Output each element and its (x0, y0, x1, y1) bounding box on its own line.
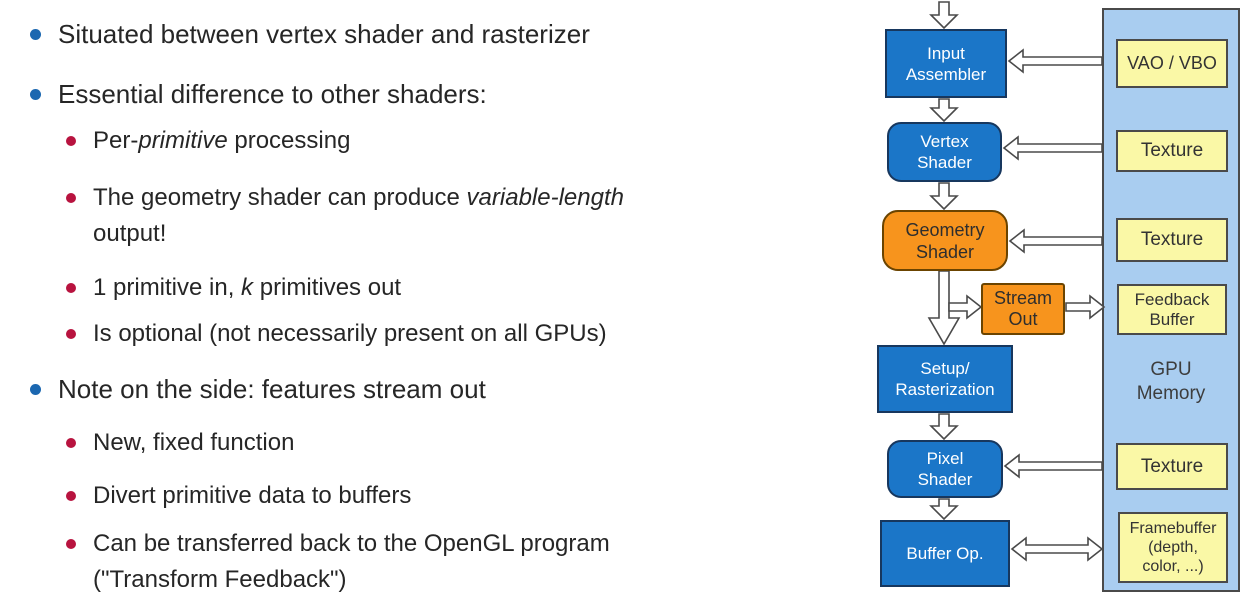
bullet-item: Per-primitive processing (66, 123, 933, 159)
bullet-item: Note on the side: features stream out (30, 371, 898, 407)
node-vertex-shader: Vertex Shader (887, 122, 1002, 182)
bullet-item: Is optional (not necessarily present on … (66, 316, 933, 352)
bullet-icon (66, 283, 76, 293)
bullet-icon (66, 491, 76, 501)
bullet-text: 1 primitive in, k primitives out (93, 274, 402, 301)
bullet-icon (66, 438, 76, 448)
arrow-texture-to-gs (1008, 228, 1103, 254)
bullet-icon (66, 193, 76, 203)
bullet-text: Is optional (not necessarily present on … (93, 320, 607, 347)
memory-box-vao-vbo: VAO / VBO (1116, 39, 1228, 88)
arrow-bo-framebuffer-bidir (1010, 536, 1104, 562)
bullet-icon (30, 29, 41, 40)
arrow-vs-to-gs (929, 182, 959, 211)
memory-box-feedback-buffer: Feedback Buffer (1117, 284, 1227, 335)
arrow-vao-to-ia (1007, 48, 1103, 74)
bullet-text: Situated between vertex shader and raste… (58, 19, 590, 49)
memory-box-texture-mid: Texture (1116, 218, 1228, 262)
bullet-icon (30, 89, 41, 100)
bullet-text: New, fixed function (93, 429, 295, 456)
bullet-item: Essential difference to other shaders: (30, 76, 898, 112)
arrow-texture-to-vs (1002, 135, 1103, 161)
bullet-text: Essential difference to other shaders: (58, 79, 487, 109)
arrow-ps-to-bo (929, 498, 959, 521)
arrow-into-input-assembler (929, 1, 959, 30)
bullet-text: Can be transferred back to the OpenGL pr… (93, 530, 610, 593)
bullet-text: The geometry shader can produce variable… (93, 184, 624, 247)
bullet-item: Can be transferred back to the OpenGL pr… (66, 526, 933, 598)
memory-box-texture-bottom: Texture (1116, 443, 1228, 490)
bullet-icon (66, 136, 76, 146)
node-geometry-shader: Geometry Shader (882, 210, 1008, 271)
arrow-sr-to-ps (929, 413, 959, 441)
arrow-stream-out-to-feedback (1065, 294, 1106, 320)
bullet-item: 1 primitive in, k primitives out (66, 270, 933, 306)
bullet-item: Situated between vertex shader and raste… (30, 16, 898, 52)
bullet-text: Note on the side: features stream out (58, 374, 486, 404)
arrow-gs-to-rasterization (927, 270, 961, 346)
bullet-text: Divert primitive data to buffers (93, 482, 412, 509)
memory-box-framebuffer: Framebuffer (depth, color, ...) (1118, 512, 1228, 583)
node-setup-rasterization: Setup/ Rasterization (877, 345, 1013, 413)
node-input-assembler: Input Assembler (885, 29, 1007, 98)
bullet-icon (66, 329, 76, 339)
bullet-icon (66, 539, 76, 549)
bullet-text: Per-primitive processing (93, 127, 351, 154)
bullet-item: New, fixed function (66, 425, 933, 461)
arrow-texture-to-ps (1003, 453, 1103, 479)
node-buffer-op: Buffer Op. (880, 520, 1010, 587)
bullet-item: The geometry shader can produce variable… (66, 180, 933, 252)
gpu-memory-label: GPU Memory (1136, 359, 1206, 404)
node-pixel-shader: Pixel Shader (887, 440, 1003, 498)
arrow-branch-to-stream-out (948, 294, 983, 320)
memory-box-texture-top: Texture (1116, 130, 1228, 172)
bullet-item: Divert primitive data to buffers (66, 478, 933, 514)
node-stream-out: Stream Out (981, 283, 1065, 335)
arrow-ia-to-vs (929, 98, 959, 123)
bullet-icon (30, 384, 41, 395)
